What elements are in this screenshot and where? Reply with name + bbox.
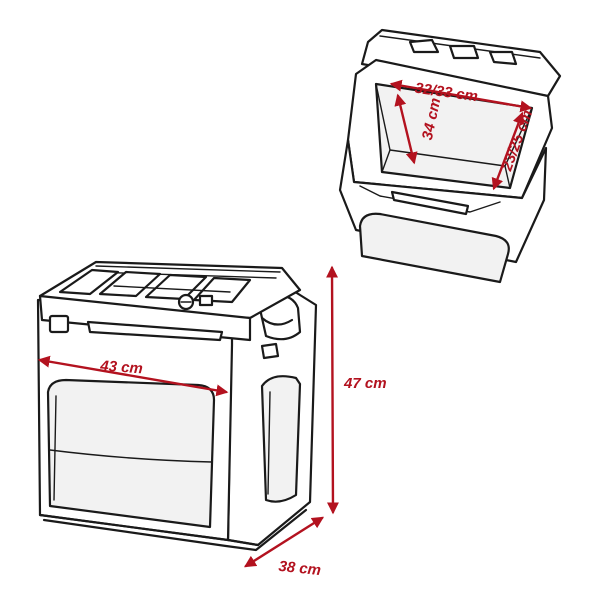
front-pocket <box>46 378 216 529</box>
open-cooler <box>338 28 562 284</box>
depth-label: 38 cm <box>278 558 322 579</box>
lid-compartment-2 <box>98 270 162 298</box>
lid-compartment-1 <box>58 268 120 296</box>
side-pocket <box>260 375 302 503</box>
closed-cooler <box>36 260 318 552</box>
dimension-annotations <box>37 79 533 568</box>
width-dimension-arrow <box>37 355 229 397</box>
height-label: 47 cm <box>343 375 387 392</box>
depth-dimension-arrow <box>243 516 325 568</box>
cooler-lid-rim <box>38 294 252 342</box>
width-label: 43 cm <box>99 357 144 377</box>
inner-depth-dimension-arrow <box>491 111 525 191</box>
open-front-pocket <box>358 212 510 284</box>
lid-compartment-3 <box>144 273 208 301</box>
control-switch <box>198 294 214 307</box>
inner-height-dimension-arrow <box>394 93 418 165</box>
height-dimension-arrow <box>326 265 339 515</box>
inner-width-dimension-arrow <box>389 79 533 113</box>
front-grip <box>86 320 224 342</box>
front-latch <box>48 314 70 334</box>
